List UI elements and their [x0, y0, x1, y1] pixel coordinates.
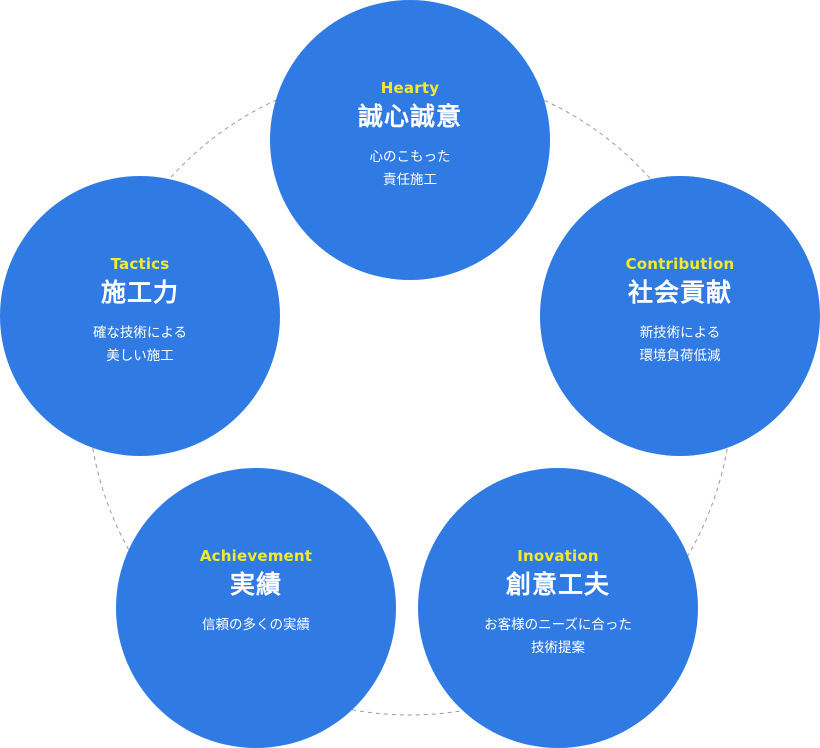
- value-japanese-title: 社会貢献: [627, 278, 732, 307]
- value-english-label: Inovation: [517, 547, 599, 565]
- value-description: 心のこもった 責任施工: [369, 149, 451, 188]
- value-circle-contribution: Contribution 社会貢献 新技術による 環境負荷低減: [540, 176, 820, 456]
- value-japanese-title: 誠心誠意: [357, 102, 462, 131]
- value-japanese-title: 施工力: [100, 278, 179, 307]
- value-english-label: Contribution: [625, 255, 735, 273]
- value-circle-inovation: Inovation 創意工夫 お客様のニーズに合った 技術提案: [418, 468, 698, 748]
- value-description: 信頼の多くの実績: [202, 617, 310, 633]
- value-japanese-title: 実績: [229, 570, 282, 599]
- value-description: お客様のニーズに合った 技術提案: [484, 617, 632, 656]
- value-circle-achievement: Achievement 実績 信頼の多くの実績: [116, 468, 396, 748]
- value-description: 確な技術による 美しい施工: [92, 325, 188, 364]
- value-circle-hearty: Hearty 誠心誠意 心のこもった 責任施工: [270, 0, 550, 280]
- value-japanese-title: 創意工夫: [505, 570, 610, 599]
- value-english-label: Hearty: [380, 79, 440, 97]
- value-description: 新技術による 環境負荷低減: [639, 325, 721, 364]
- value-circle-tactics: Tactics 施工力 確な技術による 美しい施工: [0, 176, 280, 456]
- value-english-label: Tactics: [110, 255, 170, 273]
- value-english-label: Achievement: [199, 547, 313, 565]
